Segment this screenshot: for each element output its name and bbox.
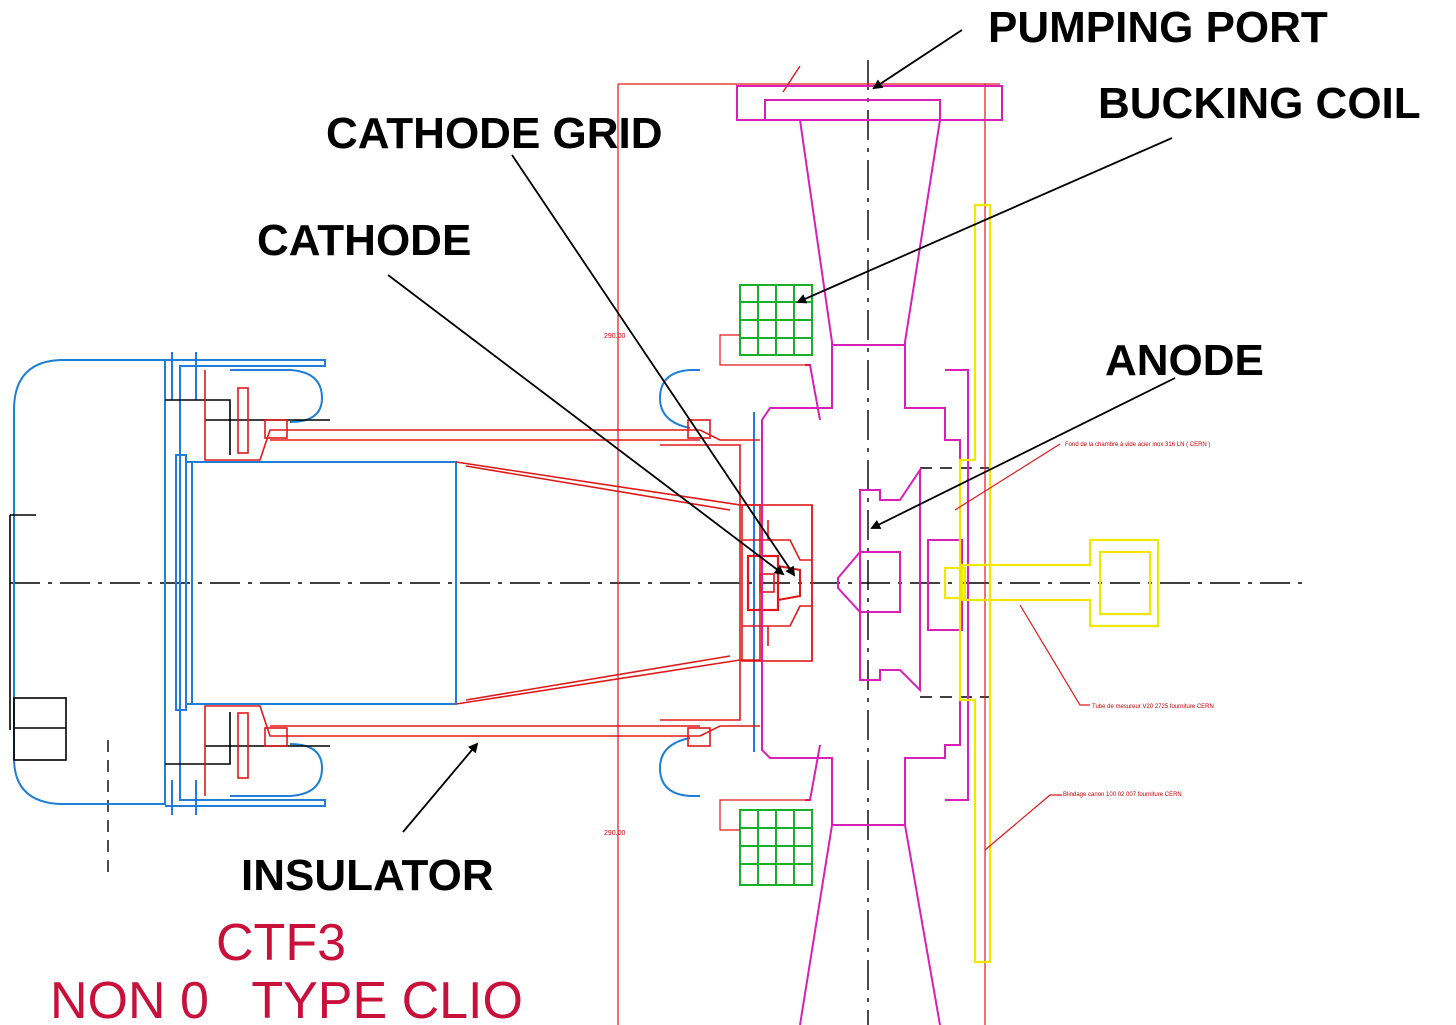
label-insulator: INSULATOR [241,851,494,900]
title-line-2: NON 0 TYPE CLIO [50,972,523,1025]
bucking-coils [719,284,813,886]
cathode-leader [387,274,785,576]
bucking-coil-upper [739,284,813,356]
black-housing-lines [9,399,330,765]
label-bucking-coil: BUCKING COIL [1098,79,1421,128]
callout-leaders [387,29,1176,833]
title-line-1: CTF3 [216,914,346,972]
bucking-coil-leader [796,137,1173,304]
center-lines [10,60,1305,1025]
note-shield: Blindage canon 100 02 007 fourniture CER… [1063,792,1182,798]
reference-lines [617,65,1000,1025]
anode-leader [870,377,1176,529]
yellow-shielding [943,203,1160,964]
label-cathode-grid: CATHODE GRID [326,109,663,158]
note-leaders [954,443,1090,851]
label-cathode: CATHODE [257,216,471,265]
pumping-port-leader [872,29,963,90]
note-tube: Tube de mesureur V20 2725 fourniture CER… [1092,704,1214,710]
cathode-grid-leader [511,154,796,577]
bucking-coil-lower [739,809,813,886]
label-pumping-port: PUMPING PORT [988,3,1328,52]
dimension-upper: 290.00 [604,333,626,340]
insulator-leader [402,742,479,833]
note-chamber: Fond de la chambre à vide acier inox 316… [1065,442,1210,448]
dimension-lower: 290.00 [604,830,626,837]
label-anode: ANODE [1105,336,1264,385]
